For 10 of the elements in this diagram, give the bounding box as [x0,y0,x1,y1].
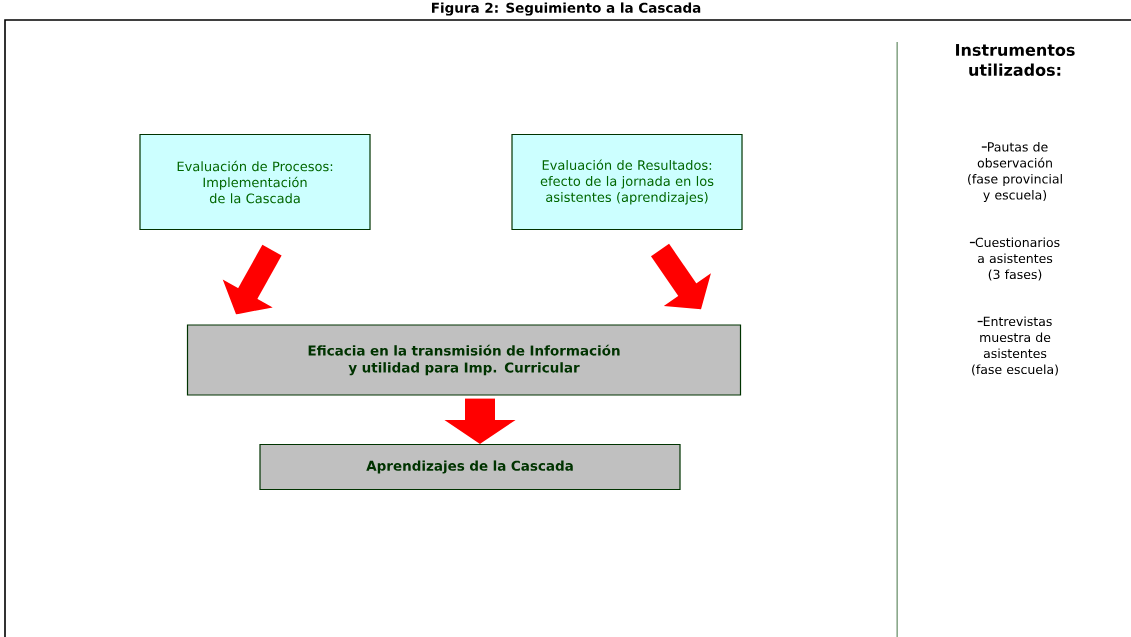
result-box: Eficacia en la transmisión de Información y utilidad para Imp. Curricular [186,324,742,396]
title: Figura 2: Seguimiento a la Cascada [432,2,701,16]
bullet-item: Entrevistas muestra de asistentes (fase escuela) [972,316,1058,376]
column-heading: Instrumentos utilizados: [956,44,1075,76]
process-box: Evaluación de Procesos: Implementación de la Cascada [139,133,371,231]
result-box: Aprendizajes de la Cascada [259,443,681,491]
process-box: Evaluación de Resultados: efecto de la jornada en los asistentes (aprendizajes) [511,133,743,231]
block-arrow [650,243,711,310]
bullet-item: Pautas de observación (fase provincial y escuela) [968,141,1062,203]
bullet-item: Cuestionarios a asistentes (3 fases) [969,237,1060,281]
